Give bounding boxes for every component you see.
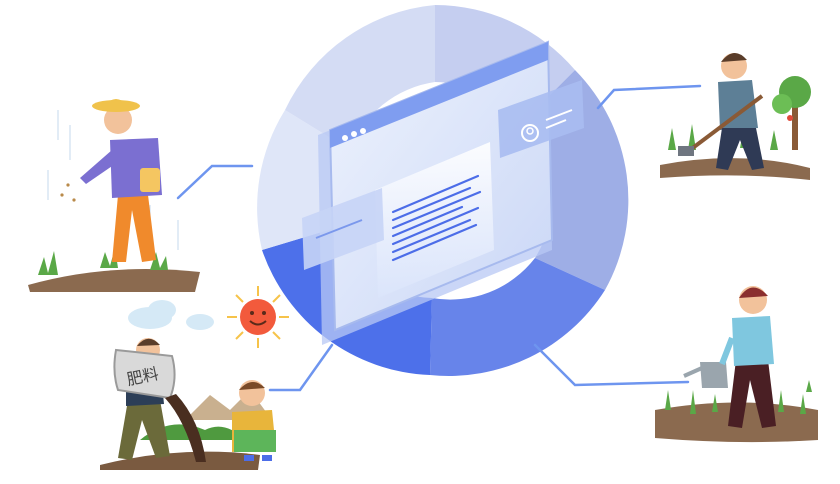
user-icon bbox=[521, 124, 539, 142]
farmer-trousers bbox=[118, 400, 170, 460]
connector-lines bbox=[176, 84, 702, 392]
farmer-body bbox=[718, 80, 758, 130]
farmer-legs bbox=[112, 195, 156, 262]
window-dot-3 bbox=[360, 128, 366, 134]
garden-seedlings bbox=[665, 380, 812, 414]
connector-top-right bbox=[596, 84, 702, 110]
window-dot-2 bbox=[351, 131, 357, 137]
side-card-right bbox=[498, 80, 584, 158]
farmer-arm-left bbox=[80, 150, 118, 184]
seed-basket bbox=[140, 168, 160, 192]
hoe-handle bbox=[688, 94, 764, 152]
clouds bbox=[128, 300, 214, 330]
window-dot-1 bbox=[342, 135, 348, 141]
connector-bottom-right bbox=[533, 343, 690, 387]
rain-streaks bbox=[47, 110, 179, 250]
gardener-watering-plants bbox=[655, 286, 818, 443]
gardener-shirt bbox=[732, 316, 774, 366]
farmer-hoeing-field bbox=[660, 52, 811, 180]
child-covering-ears bbox=[232, 380, 276, 461]
browser-title-bar bbox=[330, 42, 548, 148]
ring-segment-top-left bbox=[285, 5, 435, 150]
browser-window-illustration bbox=[302, 40, 584, 345]
seed-dots bbox=[60, 183, 76, 202]
fertilizer-stream bbox=[165, 394, 206, 462]
tree bbox=[772, 76, 811, 150]
ground bbox=[100, 451, 260, 470]
hoe-blade bbox=[678, 146, 694, 156]
connector-bottom-left bbox=[268, 343, 334, 392]
field-soil bbox=[660, 158, 810, 180]
farmer-sowing-seeds bbox=[28, 99, 200, 292]
farmer-pants bbox=[716, 128, 764, 170]
smiling-sun-icon bbox=[227, 286, 289, 348]
watering-can bbox=[700, 362, 728, 388]
side-card-left bbox=[302, 188, 384, 270]
code-lines bbox=[391, 174, 482, 262]
soil-mound bbox=[28, 268, 200, 292]
ring-segment-bottom-right bbox=[430, 258, 605, 376]
fertilizer-scene: 肥料 bbox=[100, 338, 276, 470]
gardener-trousers bbox=[728, 360, 776, 428]
red-berries bbox=[787, 115, 793, 121]
farmer-head bbox=[104, 106, 132, 134]
connector-top-left bbox=[176, 164, 254, 200]
